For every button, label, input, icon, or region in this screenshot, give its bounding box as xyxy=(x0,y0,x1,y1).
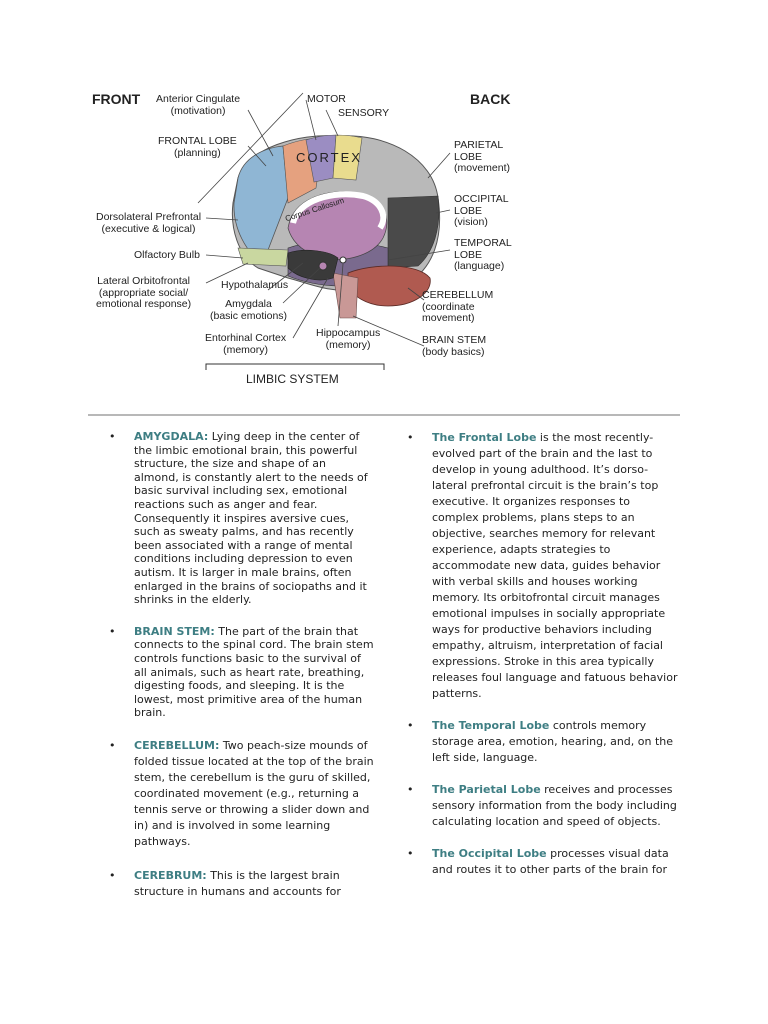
anterior-cingulate-label: Anterior Cingulate(motivation) xyxy=(156,93,241,117)
pointer-lines xyxy=(197,92,451,347)
brain-diagram: FRONT BACK MOTOR SENSORY CORTEX Corpus C… xyxy=(88,78,520,394)
corpus-callosum xyxy=(290,191,387,230)
limbic-system-label: LIMBIC SYSTEM xyxy=(246,372,339,386)
hippocampus-dot xyxy=(339,256,347,264)
hypothalamus-region xyxy=(287,249,339,281)
term-temporal-lobe: The Temporal Lobe xyxy=(432,719,550,732)
term-brain-stem: BRAIN STEM: xyxy=(134,624,215,638)
list-item-cerebellum: • CEREBELLUM: Two peach-size mounds of f… xyxy=(104,738,374,850)
bullet-icon: • xyxy=(109,738,116,752)
sensory-label: SENSORY xyxy=(338,107,390,119)
desc-parietal-lobe: receives and processes sensory informati… xyxy=(432,783,677,828)
list-item-occipital-lobe: • The Occipital Lobe processes visual da… xyxy=(402,846,678,878)
term-frontal-lobe: The Frontal Lobe xyxy=(432,431,537,444)
bullet-icon: • xyxy=(407,847,414,860)
frontal-lobe-label: FRONTAL LOBE(planning) xyxy=(158,135,237,159)
desc-frontal-lobe: is the most recently-evolved part of the… xyxy=(432,431,678,700)
bullet-icon: • xyxy=(109,430,116,443)
term-parietal-lobe: The Parietal Lobe xyxy=(432,783,541,796)
front-label: FRONT xyxy=(92,91,141,107)
desc-cerebellum: Two peach-size mounds of folded tissue l… xyxy=(134,738,374,848)
list-item-brain-stem: • BRAIN STEM: The part of the brain that… xyxy=(104,625,374,720)
bullet-icon: • xyxy=(407,431,414,444)
desc-amygdala: Lying deep in the center of the limbic e… xyxy=(134,430,368,607)
list-item-temporal-lobe: • The Temporal Lobe controls memory stor… xyxy=(402,718,678,766)
occipital-region xyxy=(387,195,440,269)
bullet-icon: • xyxy=(407,719,414,732)
term-amygdala: AMYGDALA: xyxy=(134,430,209,443)
hippocampus-label: Hippocampus(memory) xyxy=(316,327,381,351)
brain-stem-label: BRAIN STEM(body basics) xyxy=(422,334,487,358)
amygdala-dot xyxy=(318,261,328,271)
entorhinal-label: Entorhinal Cortex(memory) xyxy=(205,332,287,356)
list-item-frontal-lobe: • The Frontal Lobe is the most recently-… xyxy=(402,430,678,702)
cortex-label: CORTEX xyxy=(296,150,362,165)
term-cerebrum: CEREBRUM: xyxy=(134,868,207,882)
bullet-icon: • xyxy=(109,624,116,638)
sensory-region xyxy=(332,134,363,181)
hypothalamus-label: Hypothalamus xyxy=(221,279,289,291)
dorsolateral-label: Dorsolateral Prefrontal(executive & logi… xyxy=(96,211,202,235)
brain-illustration xyxy=(197,92,451,370)
list-item-parietal-lobe: • The Parietal Lobe receives and process… xyxy=(402,782,678,830)
motor-label: MOTOR xyxy=(307,93,346,105)
cerebellum-region xyxy=(347,265,431,307)
brain-stem-region xyxy=(332,272,359,319)
bullet-icon: • xyxy=(407,783,414,796)
left-column: • AMYGDALA: Lying deep in the center of … xyxy=(104,430,374,900)
desc-brain-stem: The part of the brain that connects to t… xyxy=(134,624,374,720)
list-item-cerebrum: • CEREBRUM: This is the largest brain st… xyxy=(104,868,374,900)
term-occipital-lobe: The Occipital Lobe xyxy=(432,847,547,860)
right-column: • The Frontal Lobe is the most recently-… xyxy=(402,430,678,878)
desc-temporal-lobe: controls memory storage area, emotion, h… xyxy=(432,719,674,764)
divider xyxy=(88,414,680,416)
desc-cerebrum: This is the largest brain structure in h… xyxy=(134,868,341,898)
limbic-bracket xyxy=(205,363,385,370)
amygdala-label: Amygdala(basic emotions) xyxy=(210,298,288,322)
olfactory-label: Olfactory Bulb xyxy=(134,249,200,261)
term-cerebellum: CEREBELLUM: xyxy=(134,738,220,752)
desc-occipital-lobe: processes visual data and routes it to o… xyxy=(432,847,669,876)
back-label: BACK xyxy=(470,91,511,107)
olfactory-region xyxy=(237,247,289,267)
list-item-amygdala: • AMYGDALA: Lying deep in the center of … xyxy=(104,430,374,607)
lateral-orbitofrontal-label: Lateral Orbitofrontal(appropriate social… xyxy=(96,275,192,310)
bullet-icon: • xyxy=(109,868,116,882)
